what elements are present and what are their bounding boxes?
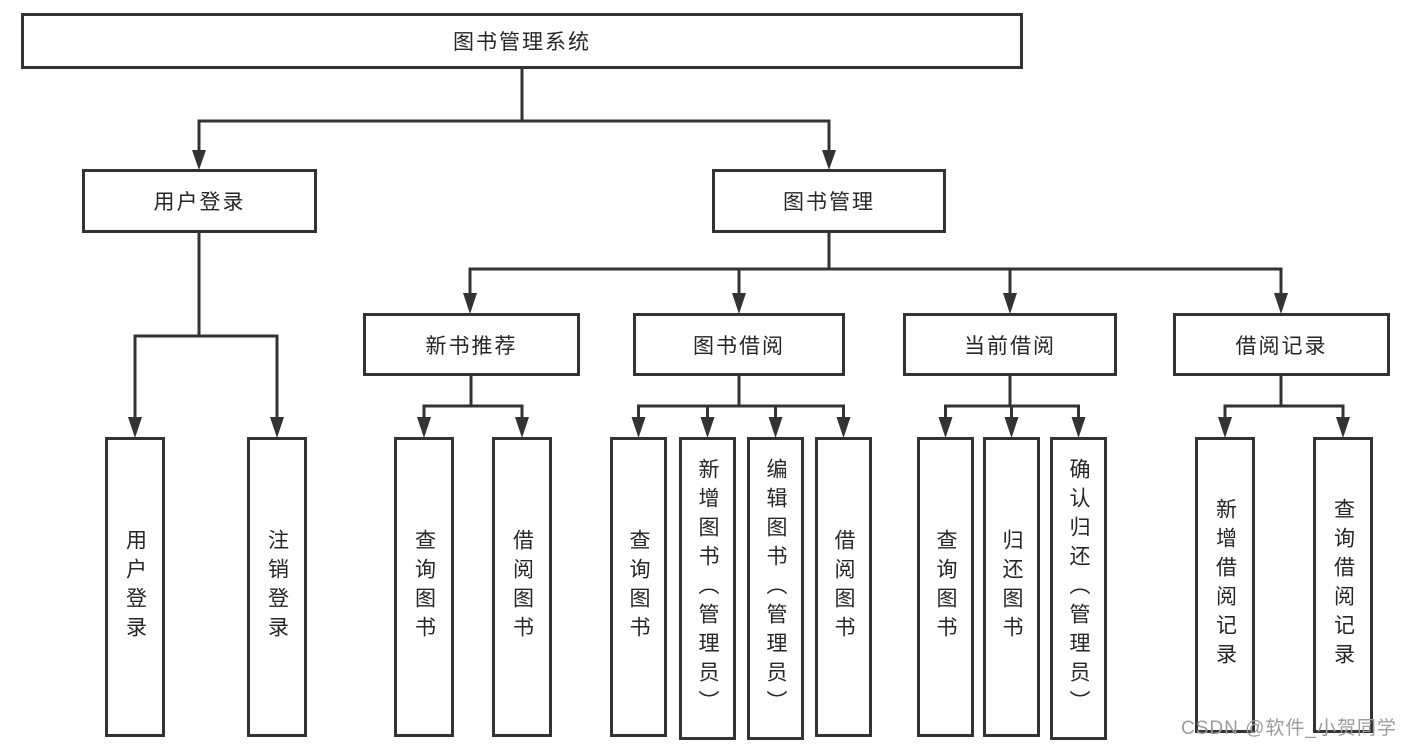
leaf-borrow-books-recommend: 借阅图书: [492, 437, 552, 737]
leaf-return-books: 归还图书: [983, 437, 1040, 737]
leaf-query-books-borrowing: 查询图书: [610, 437, 667, 737]
leaf-add-book-admin: 新增图书（管理员）: [679, 437, 736, 740]
leaf-confirm-return-admin: 确认归还（管理员）: [1050, 437, 1107, 740]
leaf-query-books-current: 查询图书: [917, 437, 974, 737]
csdn-watermark: CSDN @软件_小贺同学: [1181, 718, 1397, 739]
leaf-logout: 注销登录: [247, 437, 307, 737]
node-book-borrowing: 图书借阅: [633, 313, 845, 376]
leaf-query-books-recommend: 查询图书: [394, 437, 454, 737]
node-user-login: 用户登录: [82, 169, 317, 233]
node-new-book-recommendation: 新书推荐: [363, 313, 580, 376]
leaf-user-login: 用户登录: [105, 437, 165, 737]
node-book-management: 图书管理: [712, 169, 946, 233]
leaf-edit-book-admin: 编辑图书（管理员）: [747, 437, 804, 740]
node-library-system: 图书管理系统: [21, 13, 1023, 69]
node-borrowing-records: 借阅记录: [1173, 313, 1390, 376]
leaf-query-borrow-record: 查询借阅记录: [1313, 437, 1373, 733]
leaf-add-borrow-record: 新增借阅记录: [1195, 437, 1255, 733]
node-current-borrowing: 当前借阅: [903, 313, 1117, 376]
leaf-borrow-books-borrowing: 借阅图书: [815, 437, 872, 737]
